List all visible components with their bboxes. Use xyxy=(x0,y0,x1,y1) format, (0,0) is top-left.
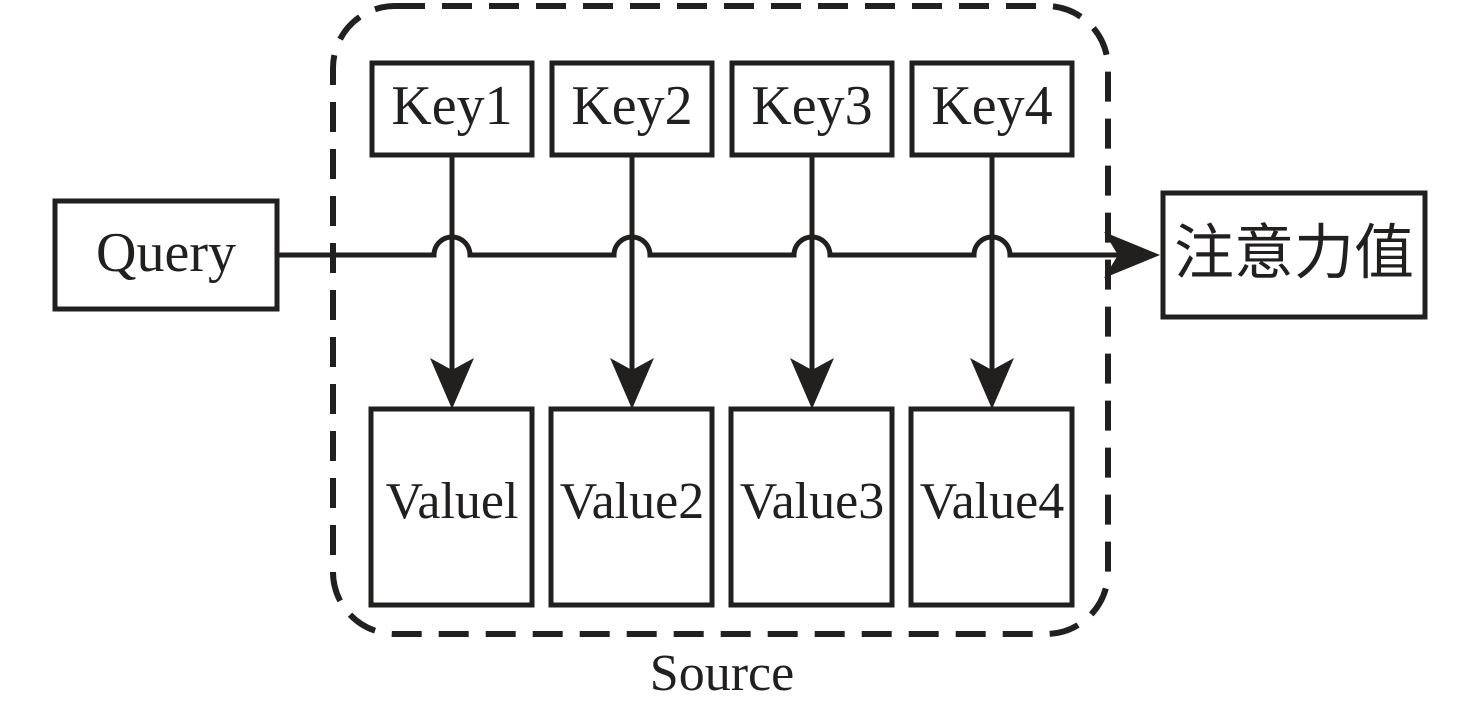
attention-flow-line xyxy=(277,234,1130,258)
key-node-1[interactable]: Key1 xyxy=(369,60,535,158)
arrow-head-right-output xyxy=(1104,232,1160,278)
value-label-3: Value3 xyxy=(740,473,884,530)
key-box-4[interactable] xyxy=(909,60,1075,158)
key-to-value-connector-2 xyxy=(610,155,654,409)
value-label-4: Value4 xyxy=(920,473,1064,530)
attention-value-node[interactable]: 注意力值 xyxy=(1160,190,1428,320)
arrow-head-down-2 xyxy=(610,358,654,409)
arrow-head-down-4 xyxy=(970,358,1014,409)
source-boundary xyxy=(330,3,1111,637)
key-node-4[interactable]: Key4 xyxy=(909,60,1075,158)
value-node-4[interactable]: Value4 xyxy=(908,406,1075,608)
query-node[interactable]: Query xyxy=(52,198,280,312)
value-label-2: Value2 xyxy=(560,473,704,530)
attention-value-label: 注意力值 xyxy=(1174,219,1414,289)
attention-value-box[interactable] xyxy=(1160,190,1428,320)
value-box-2[interactable] xyxy=(548,406,715,608)
key-to-value-connector-1 xyxy=(430,155,474,409)
value-node-3[interactable]: Value3 xyxy=(728,406,895,608)
source-label: Source xyxy=(650,645,794,702)
value-label-1: Valuel xyxy=(386,473,519,530)
query-box[interactable] xyxy=(52,198,280,312)
query-label: Query xyxy=(96,222,236,284)
value-box-4[interactable] xyxy=(908,406,1075,608)
key-label-3: Key3 xyxy=(751,75,872,137)
value-node-1[interactable]: Valuel xyxy=(368,406,535,608)
key-box-1[interactable] xyxy=(369,60,535,158)
query-to-output-connector xyxy=(277,232,1160,278)
value-box-3[interactable] xyxy=(728,406,895,608)
key-label-2: Key2 xyxy=(571,75,692,137)
key-label-1: Key1 xyxy=(391,75,512,137)
key-label-4: Key4 xyxy=(931,75,1052,137)
key-to-value-connector-4 xyxy=(970,155,1014,409)
arrow-head-down-3 xyxy=(790,358,834,409)
key-node-3[interactable]: Key3 xyxy=(729,60,895,158)
key-to-value-connector-3 xyxy=(790,155,834,409)
key-node-2[interactable]: Key2 xyxy=(549,60,715,158)
value-box-1[interactable] xyxy=(368,406,535,608)
arrow-head-down-1 xyxy=(430,358,474,409)
key-box-3[interactable] xyxy=(729,60,895,158)
value-node-2[interactable]: Value2 xyxy=(548,406,715,608)
